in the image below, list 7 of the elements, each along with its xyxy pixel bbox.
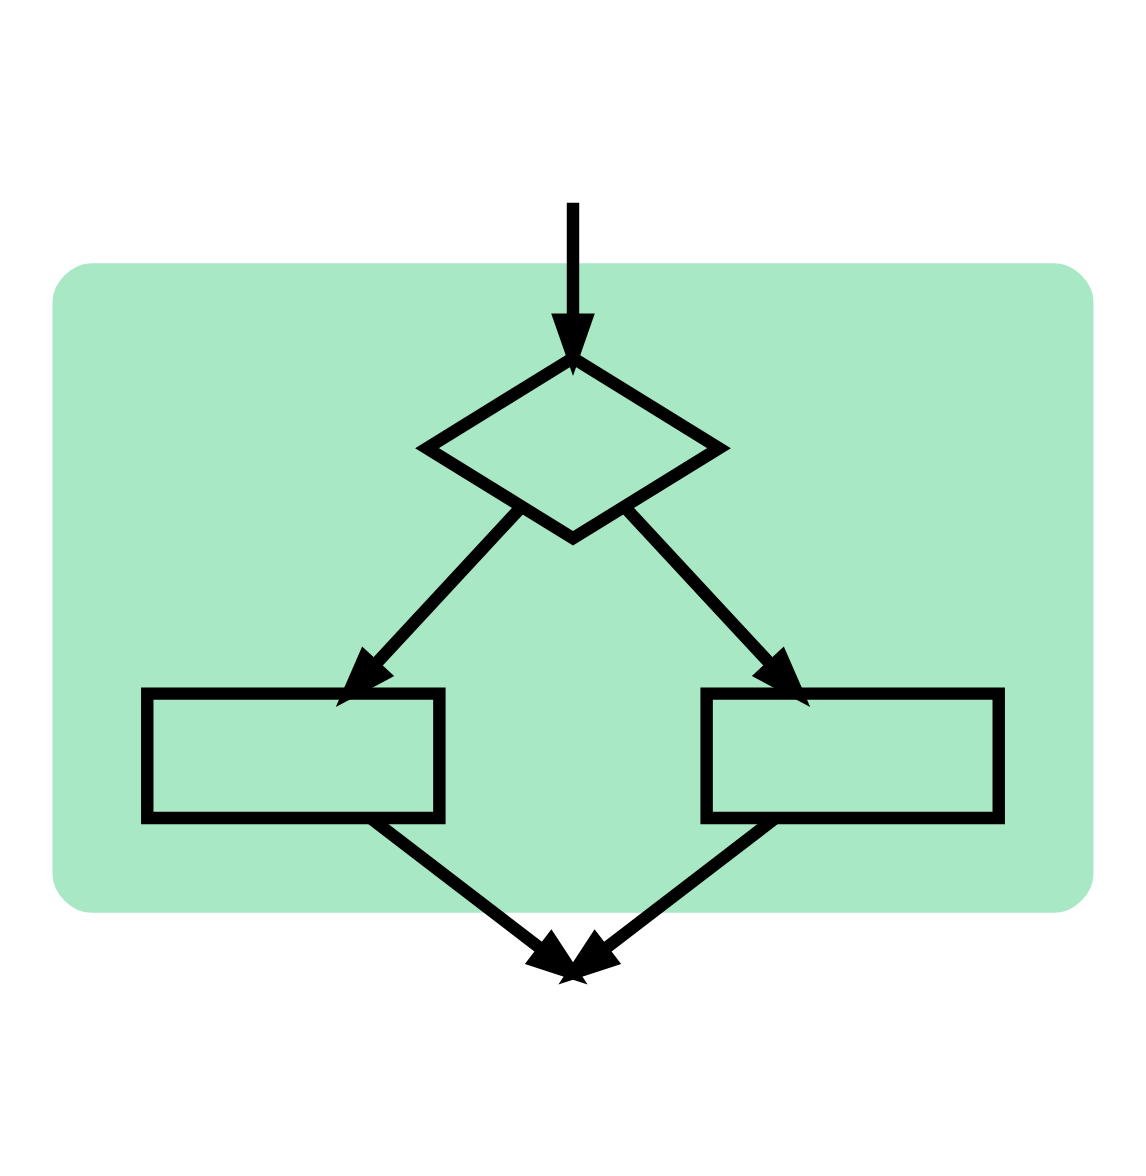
arrow bbox=[335, 503, 525, 707]
node-box bbox=[700, 687, 1005, 825]
cluster bbox=[52, 263, 1094, 913]
node-box bbox=[141, 687, 446, 825]
arrow bbox=[551, 202, 595, 376]
arrow bbox=[621, 503, 811, 707]
node-diamond bbox=[415, 350, 731, 546]
